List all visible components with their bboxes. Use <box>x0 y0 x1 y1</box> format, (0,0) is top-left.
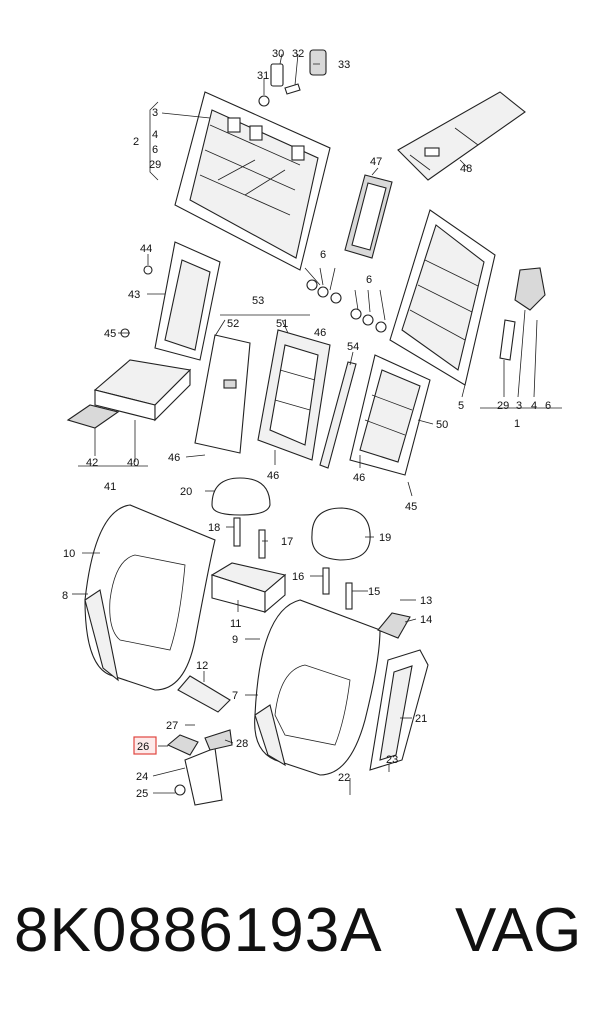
callout-24: 24 <box>136 771 148 783</box>
callout-45: 45 <box>405 501 417 513</box>
exploded-parts-diagram: 1 2 3 3 4 4 5 6 6 6 6 7 8 9 10 11 12 13 … <box>62 48 562 806</box>
hinge-parts-right <box>499 267 546 361</box>
callout-11: 11 <box>230 618 241 630</box>
callout-54: 54 <box>347 341 359 353</box>
callout-45: 45 <box>104 328 116 340</box>
callout-14: 14 <box>420 614 432 626</box>
callout-47: 47 <box>370 156 382 168</box>
callout-9: 9 <box>232 634 238 646</box>
callout-4: 4 <box>531 400 537 412</box>
housing-51 <box>257 329 331 461</box>
callout-30: 30 <box>272 48 284 60</box>
callout-26: 26 <box>137 741 149 753</box>
side-frame-43 <box>120 241 221 361</box>
flap-52 <box>194 334 251 454</box>
backrest-frame-upper <box>174 91 331 271</box>
fasteners-6-right <box>350 308 387 333</box>
callout-2: 2 <box>133 136 139 148</box>
callout-52: 52 <box>227 318 239 330</box>
callout-31: 31 <box>257 70 269 82</box>
callout-46: 46 <box>314 327 326 339</box>
callout-44: 44 <box>140 243 152 255</box>
headrest-20 <box>211 477 271 559</box>
part-26-assembly <box>166 729 233 806</box>
callout-12: 12 <box>196 660 208 672</box>
ski-bag <box>397 91 526 181</box>
callout-3: 3 <box>516 400 522 412</box>
headrest-base-11 <box>210 562 287 614</box>
callout-41: 41 <box>104 481 116 493</box>
callout-29: 29 <box>149 159 161 171</box>
callout-33: 33 <box>338 59 350 71</box>
callout-22: 22 <box>338 772 350 784</box>
callout-1: 1 <box>514 418 520 430</box>
callout-43: 43 <box>128 289 140 301</box>
callout-17: 17 <box>281 536 293 548</box>
frame-50 <box>349 354 431 476</box>
upper-small-parts <box>258 49 327 107</box>
callout-42: 42 <box>86 457 98 469</box>
part-14 <box>377 612 411 639</box>
side-panel-21 <box>369 649 429 771</box>
callout-6: 6 <box>320 249 326 261</box>
callout-51: 51 <box>276 318 288 330</box>
panel-47 <box>344 174 393 259</box>
callout-7: 7 <box>232 690 238 702</box>
callout-23: 23 <box>386 754 398 766</box>
callout-6: 6 <box>152 144 158 156</box>
callout-29: 29 <box>497 400 509 412</box>
backrest-frame-right <box>389 209 496 386</box>
headrest-19 <box>311 507 371 610</box>
callout-13: 13 <box>420 595 432 607</box>
callout-28: 28 <box>236 738 248 750</box>
callout-48: 48 <box>460 163 472 175</box>
bracket-lines <box>78 101 562 467</box>
callout-6: 6 <box>366 274 372 286</box>
callout-6: 6 <box>545 400 551 412</box>
callout-25: 25 <box>136 788 148 800</box>
brand-label: VAG <box>455 896 582 965</box>
callout-labels: 1 2 3 3 4 4 5 6 6 6 6 7 8 9 10 11 12 13 … <box>62 48 551 800</box>
callout-46: 46 <box>353 472 365 484</box>
callout-8: 8 <box>62 590 68 602</box>
callout-4: 4 <box>152 129 158 141</box>
callout-21: 21 <box>415 713 427 725</box>
strip-54 <box>319 361 357 469</box>
callout-53: 53 <box>252 295 264 307</box>
callout-16: 16 <box>292 571 304 583</box>
callout-27: 27 <box>166 720 178 732</box>
callout-19: 19 <box>379 532 391 544</box>
part-number: 8K0886193A <box>14 896 383 965</box>
callout-26-highlight-box <box>133 736 157 755</box>
armrest-40 <box>66 359 192 429</box>
fasteners-6-left <box>306 279 342 304</box>
cover-12 <box>177 675 231 713</box>
seat-back-10 <box>84 504 216 691</box>
callout-3: 3 <box>152 107 158 119</box>
seat-back-9 <box>254 599 381 776</box>
callout-32: 32 <box>292 48 304 60</box>
callout-40: 40 <box>127 457 139 469</box>
leader-lines <box>72 53 538 795</box>
callout-46: 46 <box>168 452 180 464</box>
callout-5: 5 <box>458 400 464 412</box>
callout-46: 46 <box>267 470 279 482</box>
callout-20: 20 <box>180 486 192 498</box>
callout-10: 10 <box>63 548 75 560</box>
callout-50: 50 <box>436 419 448 431</box>
callout-15: 15 <box>368 586 380 598</box>
callout-18: 18 <box>208 522 220 534</box>
